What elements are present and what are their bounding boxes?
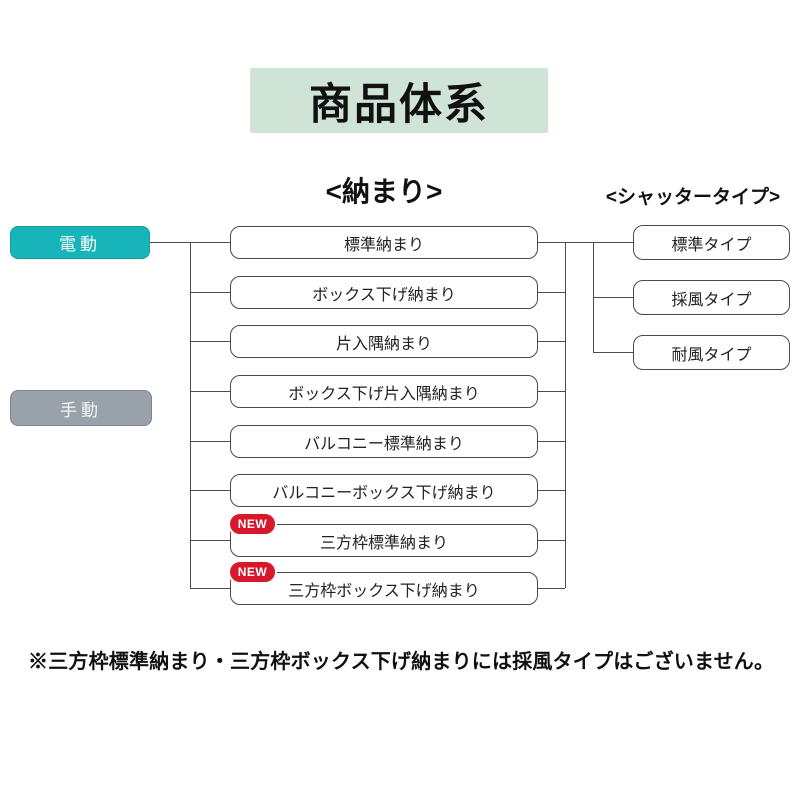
connector-line xyxy=(190,292,230,293)
connector-line xyxy=(538,341,565,342)
connector-line xyxy=(538,588,565,589)
node-installation-three-sided-frame-standard: 三方枠標準納まり xyxy=(230,524,538,557)
node-installation-balcony-standard: バルコニー標準納まり xyxy=(230,425,538,458)
node-shutter-type-ventilation: 採風タイプ xyxy=(633,280,790,315)
node-installation-box-lowered: ボックス下げ納まり xyxy=(230,276,538,309)
connector-line xyxy=(190,588,230,589)
connector-line xyxy=(538,242,633,243)
connector-line xyxy=(538,490,565,491)
node-installation-three-sided-frame-box-lowered: 三方枠ボックス下げ納まり xyxy=(230,572,538,605)
node-drive-manual: 手動 xyxy=(10,390,152,426)
node-shutter-type-wind-resistant: 耐風タイプ xyxy=(633,335,790,370)
new-badge: NEW xyxy=(228,560,277,584)
connector-line xyxy=(190,540,230,541)
connector-line xyxy=(190,490,230,491)
connector-line xyxy=(538,391,565,392)
connector-line xyxy=(538,292,565,293)
connector-line xyxy=(190,441,230,442)
node-installation-balcony-box-lowered: バルコニーボックス下げ納まり xyxy=(230,474,538,507)
new-badge: NEW xyxy=(228,512,277,536)
connector-line xyxy=(190,341,230,342)
connector-line xyxy=(538,540,565,541)
connector-line xyxy=(538,441,565,442)
connector-line xyxy=(565,242,566,588)
node-shutter-type-standard: 標準タイプ xyxy=(633,225,790,260)
node-installation-standard: 標準納まり xyxy=(230,226,538,259)
connector-line xyxy=(190,391,230,392)
footnote-text: ※三方枠標準納まり・三方枠ボックス下げ納まりには採風タイプはございません。 xyxy=(28,651,775,673)
connector-line xyxy=(593,297,633,298)
column-header-installation: <納まり> xyxy=(325,176,443,207)
connector-line xyxy=(593,352,633,353)
node-drive-electric: 電動 xyxy=(10,226,150,259)
node-installation-single-corner: 片入隅納まり xyxy=(230,325,538,358)
connector-line xyxy=(190,242,191,588)
node-installation-box-lowered-single-corner: ボックス下げ片入隅納まり xyxy=(230,375,538,408)
page-title: 商品体系 xyxy=(250,68,548,133)
column-header-shutter-type: <シャッタータイプ> xyxy=(605,187,781,208)
